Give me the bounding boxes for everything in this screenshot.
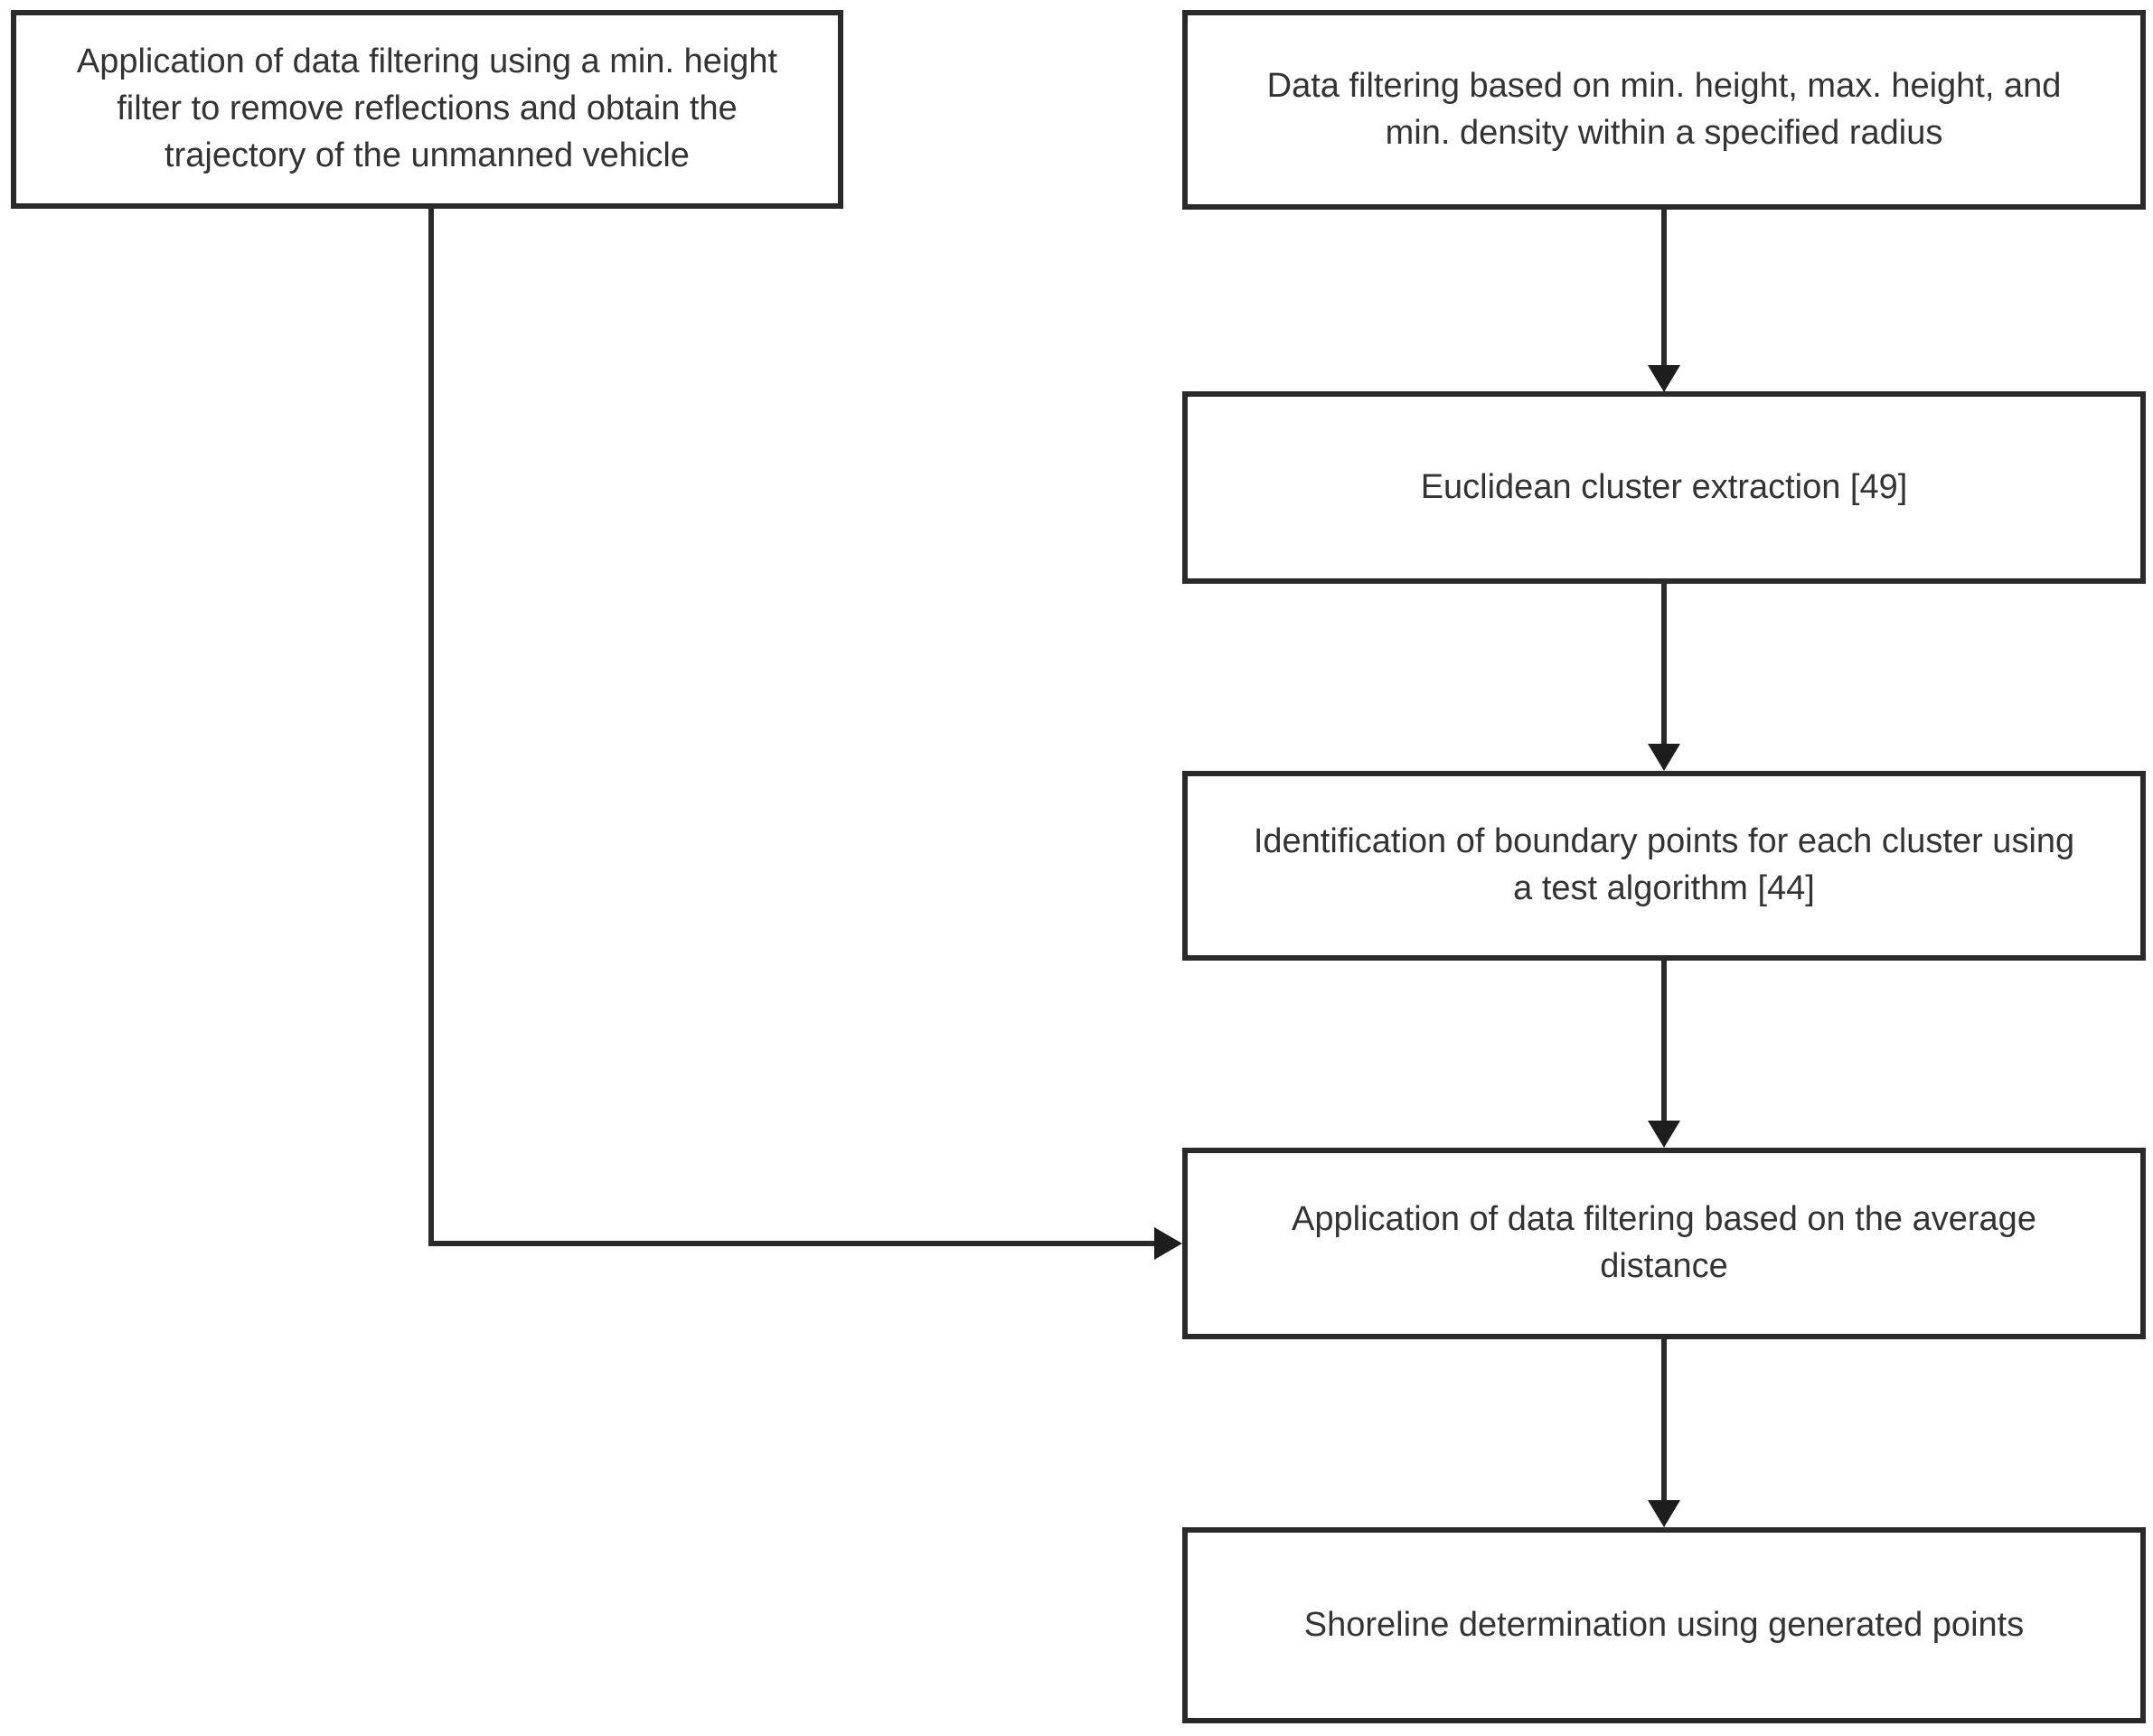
- flow-node-label: Application of data filtering using a mi…: [76, 42, 778, 174]
- flow-node-data-filtering: Data filtering based on min. height, max…: [1182, 10, 2146, 210]
- flow-node-average-distance-filter: Application of data filtering based on t…: [1182, 1148, 2146, 1339]
- flow-node-label: Application of data filtering based on t…: [1292, 1200, 2036, 1285]
- flow-node-label: Euclidean cluster extraction [49]: [1420, 467, 1908, 506]
- arrow-r1-to-r2: [1648, 210, 1680, 392]
- arrow-r3-to-r4: [1648, 961, 1680, 1148]
- flow-node-euclidean-cluster-extraction: Euclidean cluster extraction [49]: [1182, 391, 2146, 584]
- flow-node-shoreline-determination: Shoreline determination using generated …: [1182, 1527, 2146, 1723]
- flow-node-boundary-point-identification: Identification of boundary points for ea…: [1182, 771, 2146, 961]
- arrowhead-down-icon: [1648, 744, 1680, 771]
- arrowhead-down-icon: [1648, 1500, 1680, 1527]
- arrowhead-down-icon: [1648, 365, 1680, 392]
- arrow-r4-to-r5: [1648, 1339, 1680, 1527]
- elbow-connector-left-to-r4: [428, 209, 1182, 1260]
- arrowhead-right-icon: [1154, 1227, 1182, 1260]
- flow-node-label: Identification of boundary points for ea…: [1253, 822, 2075, 907]
- arrow-r2-to-r3: [1648, 584, 1680, 771]
- flow-node-label: Shoreline determination using generated …: [1303, 1605, 2025, 1644]
- flow-node-trajectory-filter: Application of data filtering using a mi…: [11, 10, 843, 209]
- elbow-connector-line: [428, 209, 1156, 1246]
- arrowhead-down-icon: [1648, 1121, 1680, 1148]
- flow-node-label: Data filtering based on min. height, max…: [1266, 66, 2062, 152]
